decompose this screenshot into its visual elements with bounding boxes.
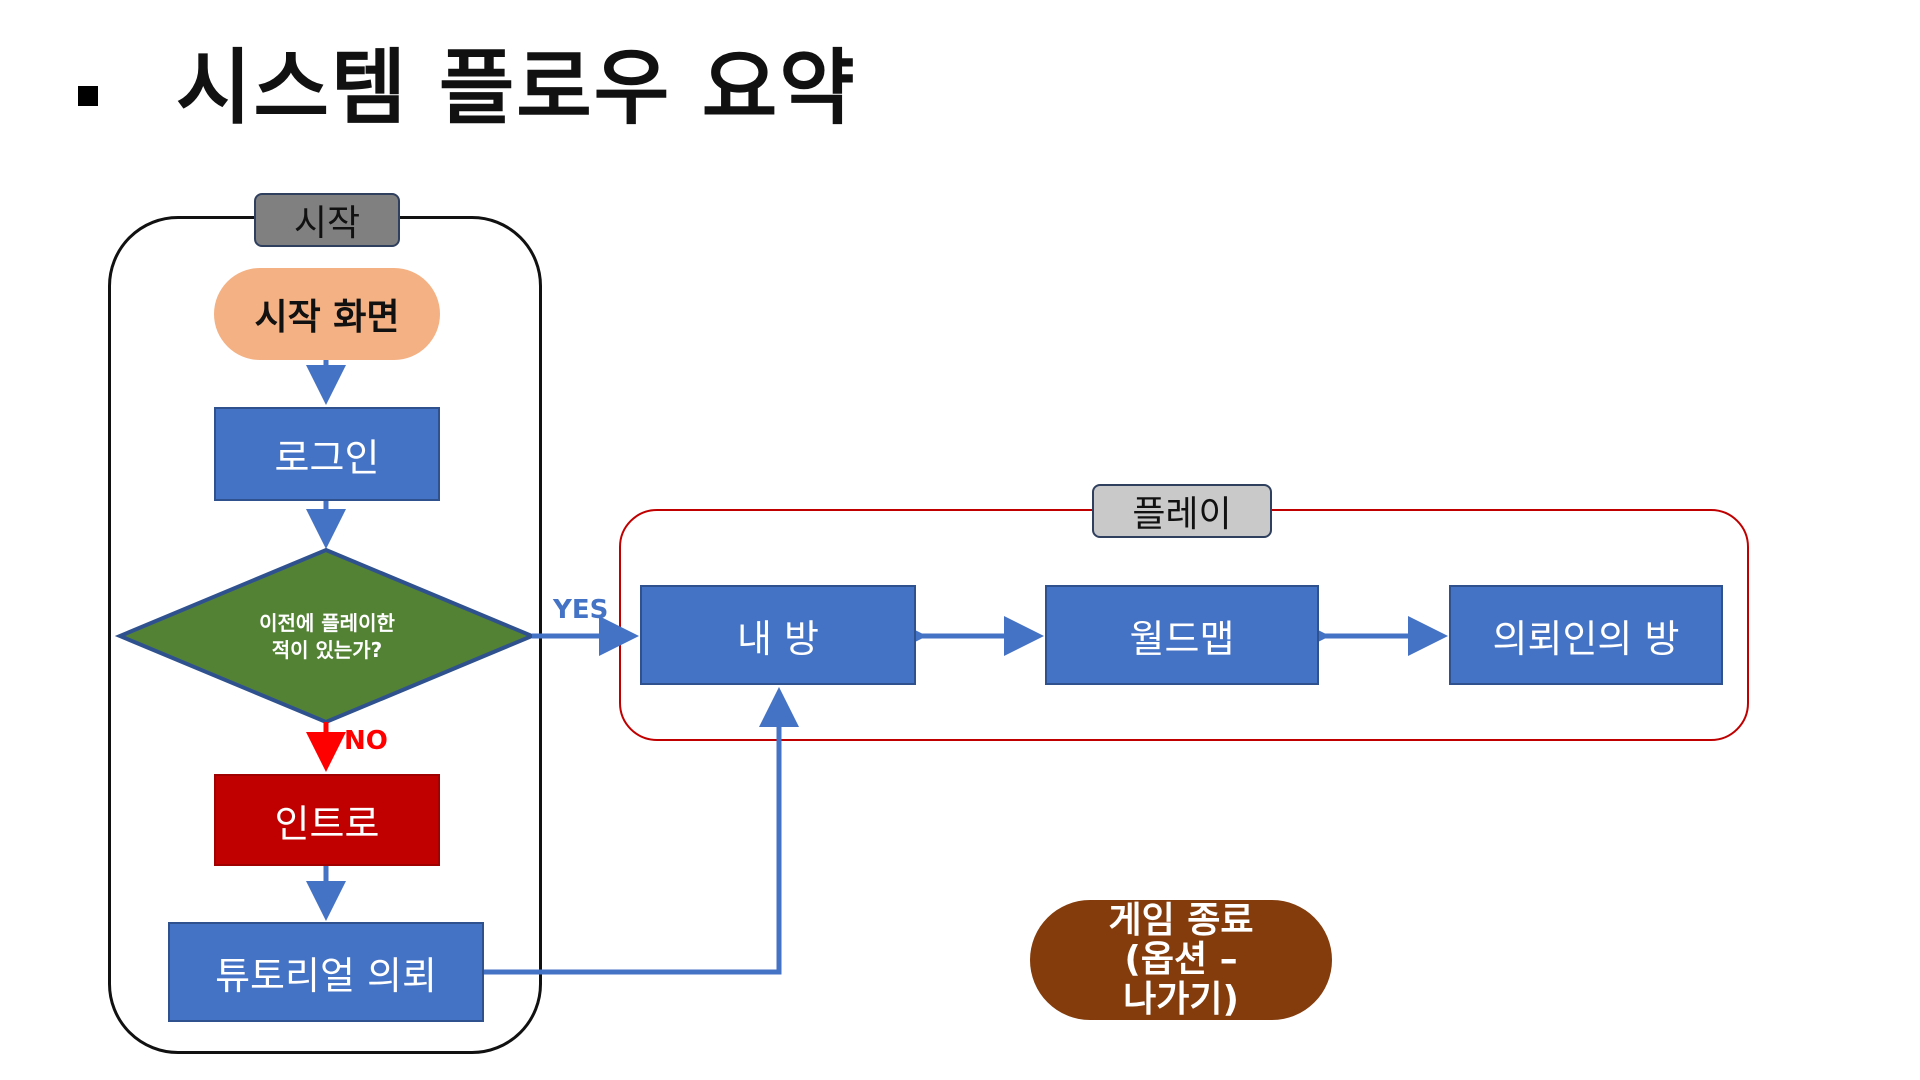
start-group-label: 시작 [254, 193, 400, 247]
game-end-line-1: 게임 종료 [1108, 900, 1254, 941]
game-end-node: 게임 종료 (옵션 – 나가기) [1030, 900, 1332, 1020]
yes-edge-label: YES [553, 595, 609, 625]
no-edge-label: NO [344, 726, 388, 756]
game-end-line-2: (옵션 – [1124, 939, 1238, 981]
decision-line-1: 이전에 플레이한 [259, 611, 395, 635]
decision-line-2: 적이 있는가? [271, 638, 383, 662]
world-map-node: 월드맵 [1045, 585, 1319, 685]
start-screen-node: 시작 화면 [214, 268, 440, 360]
play-group-label: 플레이 [1092, 484, 1272, 538]
client-room-node: 의뢰인의 방 [1449, 585, 1723, 685]
tutorial-node: 튜토리얼 의뢰 [168, 922, 484, 1022]
intro-node: 인트로 [214, 774, 440, 866]
page-title: 시스템 플로우 요약 [176, 41, 857, 136]
arrow-tutorial-to-myroom [484, 687, 799, 975]
decision-node-text: 이전에 플레이한 적이 있는가? [210, 602, 444, 672]
title-bullet-icon [78, 86, 98, 106]
my-room-node: 내 방 [640, 585, 916, 685]
game-end-line-3: 나가기) [1123, 978, 1239, 1020]
login-node: 로그인 [214, 407, 440, 501]
